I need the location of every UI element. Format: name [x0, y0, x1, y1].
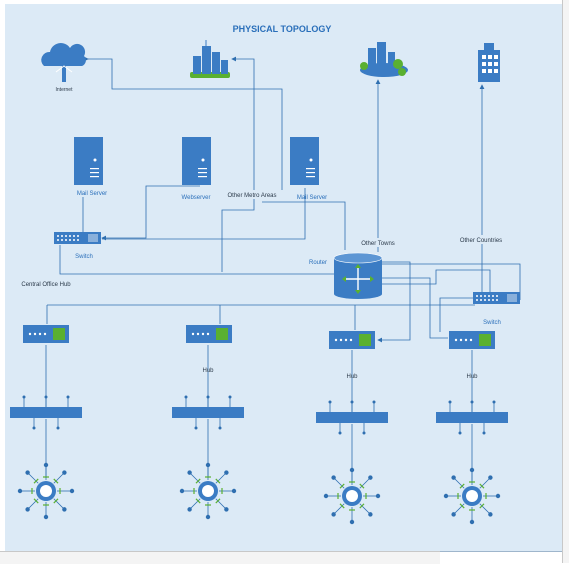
- router-label: Router: [309, 260, 327, 266]
- hub-3-label: Hub: [346, 374, 358, 380]
- star-hub-1: [17, 462, 75, 520]
- mail-server-1-label: Mail Server: [77, 191, 107, 197]
- hub-2-label: Hub: [202, 368, 214, 374]
- bus-segment-3: [316, 400, 388, 435]
- line-mail2-switch: [102, 188, 306, 240]
- star-hub-3: [323, 467, 381, 525]
- other-towns-label: Other Towns: [361, 241, 395, 247]
- line-web-switch: [101, 185, 200, 241]
- bus-segment-4: [436, 400, 508, 435]
- hub-4-label: Hub: [466, 374, 478, 380]
- hub-device-2-icon: [186, 325, 232, 343]
- line-mail2-router: [262, 201, 346, 250]
- hub-device-1-icon: [23, 325, 69, 343]
- star-hub-4: [443, 467, 501, 525]
- line-router-right: [377, 261, 411, 343]
- mail-server-2-label: Mail Server: [297, 195, 327, 201]
- line-router-right2: [382, 263, 521, 300]
- diagram-sheet: [5, 4, 563, 552]
- line-switch-router: [59, 245, 334, 275]
- mail-server-2-icon: [290, 137, 319, 185]
- webserver-icon: [182, 137, 211, 185]
- hub-device-4-icon: [449, 331, 495, 349]
- building-icon: [478, 43, 500, 82]
- switch-right-icon: [473, 292, 520, 304]
- star-hubs: [17, 462, 501, 525]
- router-icon: [333, 252, 383, 299]
- hub-device-3-icon: [329, 331, 375, 349]
- switch-left-icon: [54, 232, 101, 244]
- switch-left-label: Switch: [75, 254, 93, 260]
- bus-segments: [10, 395, 508, 435]
- switch-right-label: Switch: [483, 320, 501, 326]
- line-router-hub4: [382, 277, 448, 339]
- connection-lines: [45, 56, 521, 483]
- line-switchR-hub4: [439, 297, 474, 332]
- towns-icon: [360, 42, 408, 77]
- other-countries-label: Other Countries: [460, 238, 502, 244]
- line-metro-city: [221, 56, 255, 272]
- bus-segment-2: [172, 395, 244, 430]
- mail-server-1-icon: [74, 137, 103, 185]
- page-edge-bottom: [0, 551, 440, 564]
- other-metro-label: Other Metro Areas: [227, 193, 276, 199]
- star-hub-2: [179, 462, 237, 520]
- internet-cloud-icon: [41, 43, 86, 82]
- diagram-title: PHYSICAL TOPOLOGY: [233, 24, 332, 34]
- internet-label: Internet: [56, 87, 74, 93]
- line-internet: [84, 56, 283, 194]
- line-router-switchR: [382, 269, 491, 292]
- central-office-hub-label: Central Office Hub: [21, 282, 71, 288]
- page-edge-right: [562, 0, 569, 563]
- bus-segment-1: [10, 395, 82, 430]
- webserver-label: Webserver: [182, 195, 211, 201]
- metro-city-icon: [190, 40, 230, 78]
